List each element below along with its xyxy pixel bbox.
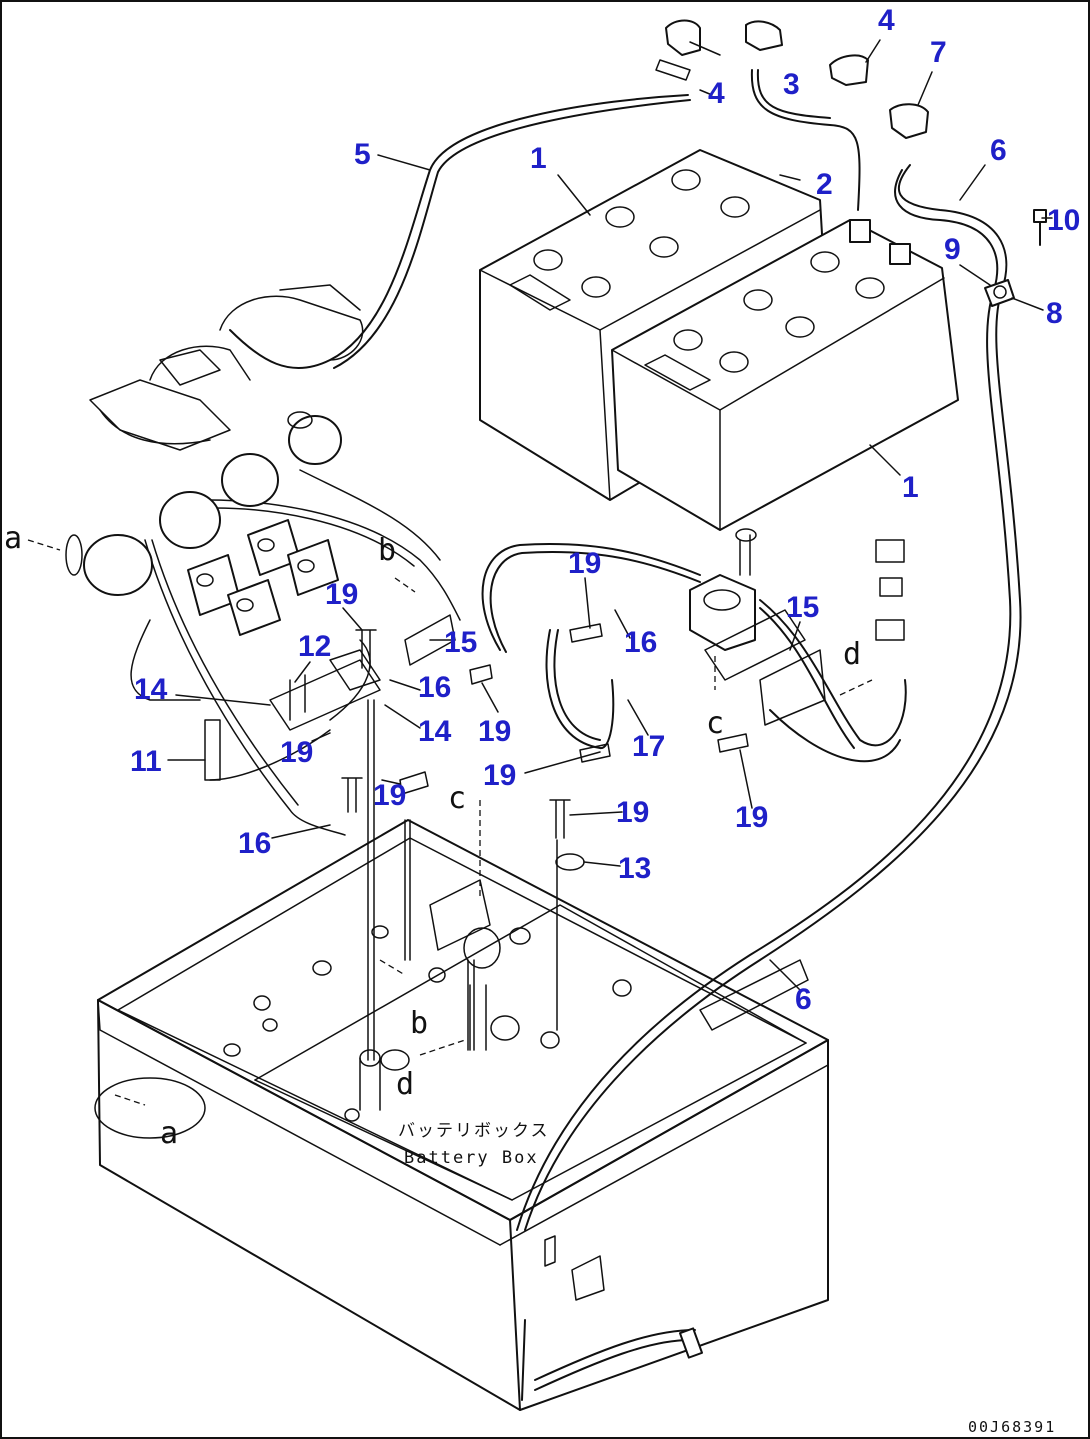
callout-17: 17 bbox=[632, 730, 665, 763]
callout-19: 19 bbox=[325, 578, 358, 611]
callout-19: 19 bbox=[616, 796, 649, 829]
cables bbox=[130, 69, 1022, 1401]
callout-13: 13 bbox=[618, 852, 651, 885]
callout-labels: 1 1 2 3 4 4 5 6 6 7 8 9 10 11 12 13 14 1… bbox=[130, 4, 1080, 1016]
callout-19: 19 bbox=[735, 801, 768, 834]
callout-11: 11 bbox=[130, 745, 162, 778]
callout-6: 6 bbox=[990, 134, 1007, 167]
view-ref-a: a bbox=[160, 1116, 178, 1151]
callout-2: 2 bbox=[816, 168, 833, 201]
callout-1: 1 bbox=[902, 471, 919, 504]
battery-box-label-jp: バッテリボックス bbox=[398, 1121, 550, 1141]
view-ref-b: b bbox=[378, 533, 396, 568]
callout-4: 4 bbox=[708, 77, 725, 110]
callout-3: 3 bbox=[783, 68, 800, 101]
callout-16: 16 bbox=[624, 626, 657, 659]
callout-19: 19 bbox=[478, 715, 511, 748]
view-ref-b: b bbox=[410, 1006, 428, 1041]
callout-5: 5 bbox=[354, 138, 371, 171]
battery-box bbox=[94, 819, 829, 1411]
callout-19: 19 bbox=[373, 779, 406, 812]
callout-15: 15 bbox=[444, 626, 477, 659]
callout-1: 1 bbox=[530, 142, 547, 175]
callout-6: 6 bbox=[795, 983, 812, 1016]
callout-19: 19 bbox=[280, 736, 313, 769]
callout-19: 19 bbox=[568, 547, 601, 580]
callout-14: 14 bbox=[418, 715, 452, 748]
battery-front bbox=[611, 219, 959, 531]
callout-14: 14 bbox=[134, 673, 168, 706]
callout-12: 12 bbox=[298, 630, 331, 663]
battery-relay-right bbox=[655, 19, 1047, 726]
drawing-code: 00J68391 bbox=[968, 1418, 1056, 1436]
view-arrows bbox=[27, 539, 873, 1106]
callout-8: 8 bbox=[1046, 297, 1063, 330]
view-reference-labels: a a b b c c d d bbox=[4, 521, 861, 1151]
bolt-group bbox=[341, 623, 749, 871]
callout-16: 16 bbox=[418, 671, 451, 704]
callout-9: 9 bbox=[944, 233, 961, 266]
view-ref-d: d bbox=[843, 637, 861, 672]
callout-15: 15 bbox=[786, 591, 819, 624]
view-ref-d: d bbox=[396, 1067, 414, 1102]
leader-lines bbox=[167, 39, 1053, 991]
view-ref-c: c bbox=[706, 706, 724, 741]
callout-16: 16 bbox=[238, 827, 271, 860]
battery-box-label-en: Battery Box bbox=[404, 1148, 539, 1168]
callout-7: 7 bbox=[930, 36, 947, 69]
view-ref-a: a bbox=[4, 521, 22, 556]
callout-10: 10 bbox=[1047, 204, 1080, 237]
relay-cluster bbox=[65, 284, 456, 731]
callout-19: 19 bbox=[483, 759, 516, 792]
view-ref-c: c bbox=[448, 781, 466, 816]
callout-4: 4 bbox=[878, 4, 895, 37]
